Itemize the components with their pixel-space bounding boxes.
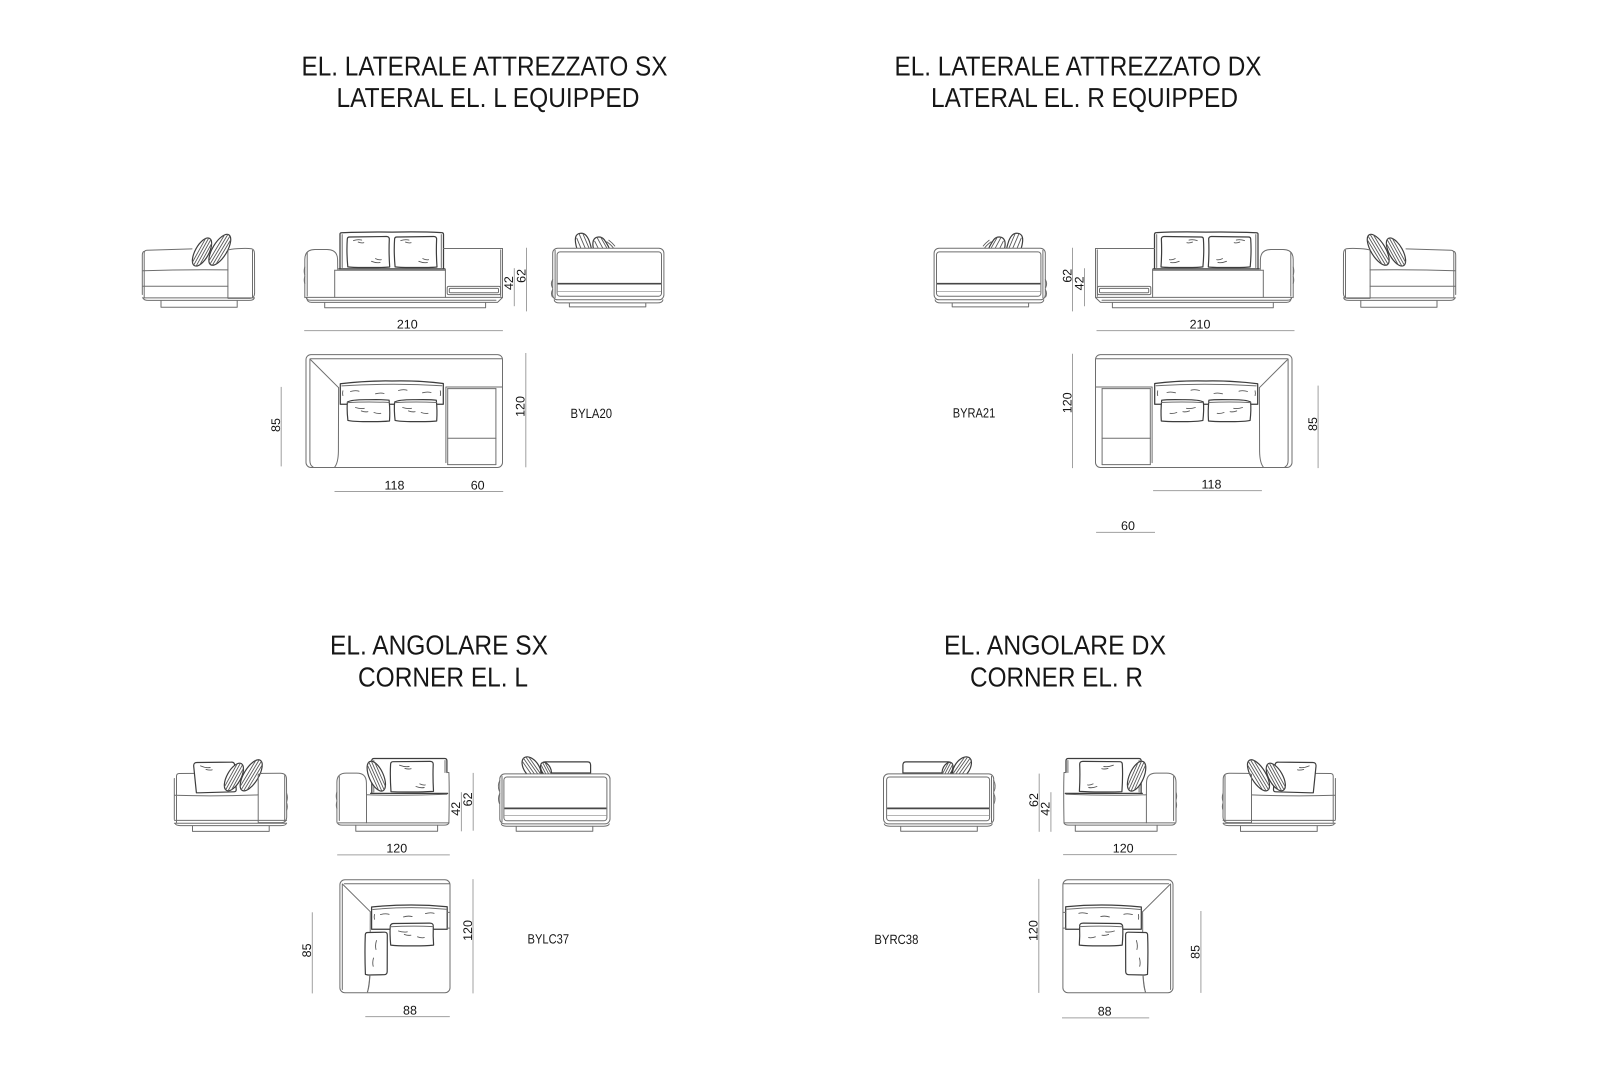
svg-text:62: 62 [1060, 269, 1074, 283]
svg-text:42: 42 [1072, 276, 1086, 290]
svg-text:210: 210 [397, 317, 418, 331]
svg-text:BYLA20: BYLA20 [571, 406, 613, 421]
svg-text:60: 60 [1121, 519, 1135, 533]
svg-text:EL. LATERALE ATTREZZATO DX: EL. LATERALE ATTREZZATO DX [895, 51, 1262, 82]
svg-text:120: 120 [514, 396, 528, 417]
svg-text:88: 88 [1098, 1005, 1112, 1019]
svg-text:120: 120 [461, 920, 475, 941]
svg-text:120: 120 [386, 842, 407, 856]
svg-text:LATERAL EL. L EQUIPPED: LATERAL EL. L EQUIPPED [337, 82, 640, 113]
svg-text:EL. LATERALE ATTREZZATO SX: EL. LATERALE ATTREZZATO SX [302, 51, 668, 82]
svg-text:BYRA21: BYRA21 [953, 405, 996, 420]
svg-text:BYLC37: BYLC37 [528, 932, 570, 947]
svg-text:120: 120 [1113, 841, 1134, 855]
svg-text:42: 42 [1039, 802, 1053, 816]
svg-text:LATERAL EL. R EQUIPPED: LATERAL EL. R EQUIPPED [931, 82, 1238, 113]
svg-text:62: 62 [1027, 793, 1041, 807]
svg-text:120: 120 [1027, 920, 1041, 941]
svg-text:120: 120 [1060, 392, 1074, 413]
svg-text:EL. ANGOLARE DX: EL. ANGOLARE DX [944, 630, 1166, 661]
svg-text:42: 42 [502, 276, 516, 290]
svg-text:60: 60 [471, 478, 485, 492]
svg-text:BYRC38: BYRC38 [874, 932, 918, 947]
svg-text:85: 85 [1189, 945, 1203, 959]
svg-text:42: 42 [449, 802, 463, 816]
svg-text:85: 85 [1306, 417, 1320, 431]
svg-text:88: 88 [403, 1003, 417, 1017]
svg-text:118: 118 [385, 478, 405, 492]
svg-text:118: 118 [1202, 477, 1222, 491]
svg-text:85: 85 [269, 418, 283, 432]
svg-text:85: 85 [300, 943, 314, 957]
svg-text:62: 62 [461, 792, 475, 806]
svg-text:CORNER EL. L: CORNER EL. L [358, 662, 528, 693]
svg-text:62: 62 [514, 269, 528, 283]
svg-text:210: 210 [1190, 317, 1211, 331]
svg-text:CORNER EL. R: CORNER EL. R [970, 662, 1143, 693]
svg-text:EL. ANGOLARE SX: EL. ANGOLARE SX [330, 630, 548, 661]
